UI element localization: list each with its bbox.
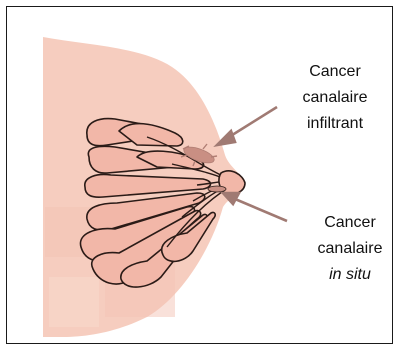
label-line: Cancer — [305, 210, 393, 236]
label-line: in situ — [305, 262, 393, 288]
label-line: Cancer — [285, 59, 385, 85]
breast-anatomy-illustration — [7, 7, 393, 344]
label-line: infiltrant — [285, 111, 385, 137]
label-infiltrating-ductal-cancer: Cancer canalaire infiltrant — [285, 59, 385, 137]
label-ductal-carcinoma-in-situ: Cancer canalaire in situ — [305, 210, 393, 288]
arrow-infiltrating-shaft — [229, 107, 277, 137]
diagram-frame: Cancer canalaire infiltrant Cancer canal… — [6, 6, 393, 344]
label-line: canalaire — [285, 85, 385, 111]
arrow-insitu-shaft — [235, 199, 287, 221]
arrow-infiltrating-head — [217, 131, 235, 145]
label-line: canalaire — [305, 236, 393, 262]
skin-shade-3 — [49, 277, 99, 327]
in-situ-lesion — [208, 186, 226, 192]
